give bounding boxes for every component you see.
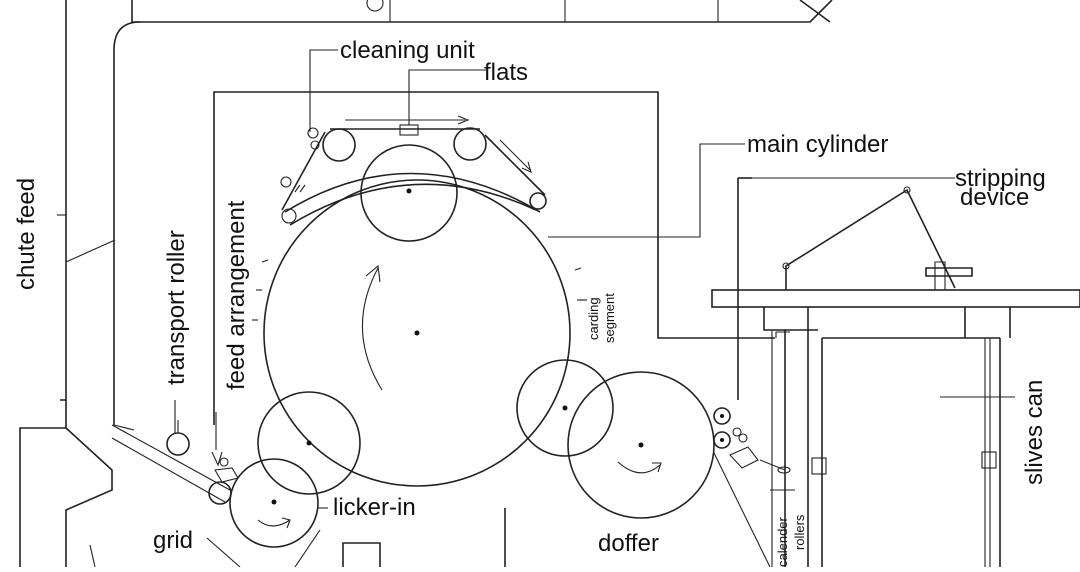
label-calender: calender: [775, 516, 790, 567]
label-stripping: stripping: [955, 165, 1046, 192]
label-feed-arrangement: feed arrangement: [223, 200, 250, 390]
label-doffer: doffer: [598, 530, 659, 557]
label-main-cylinder: main cylinder: [747, 131, 888, 158]
label-slives-can: slives can: [1021, 380, 1048, 485]
label-licker-in: licker-in: [333, 494, 416, 521]
label-flats: flats: [484, 59, 528, 86]
flats: [280, 115, 547, 242]
doffer-roller: [516, 359, 715, 519]
label-cleaning-unit: cleaning unit: [340, 37, 475, 64]
label-grid: grid: [153, 527, 193, 554]
label-segment: segment: [602, 293, 617, 343]
transport-roller: [166, 420, 190, 456]
label-chute-feed: chute feed: [13, 178, 40, 290]
label-device: device: [960, 184, 1029, 211]
label-rollers: rollers: [792, 514, 807, 550]
can-frame: [711, 177, 1080, 567]
licker-in: [229, 391, 361, 548]
label-carding: carding: [586, 297, 601, 340]
chute-frame: [19, 0, 833, 568]
leader-lines: [57, 49, 1015, 568]
machine-housing: [213, 91, 775, 425]
misc-parts: [342, 508, 506, 567]
stripping-device: [782, 186, 973, 291]
label-transport-roller: transport roller: [163, 230, 190, 385]
main-cylinder: [252, 179, 586, 487]
labels: cleaning unit flats main cylinder stripp…: [13, 37, 1048, 567]
